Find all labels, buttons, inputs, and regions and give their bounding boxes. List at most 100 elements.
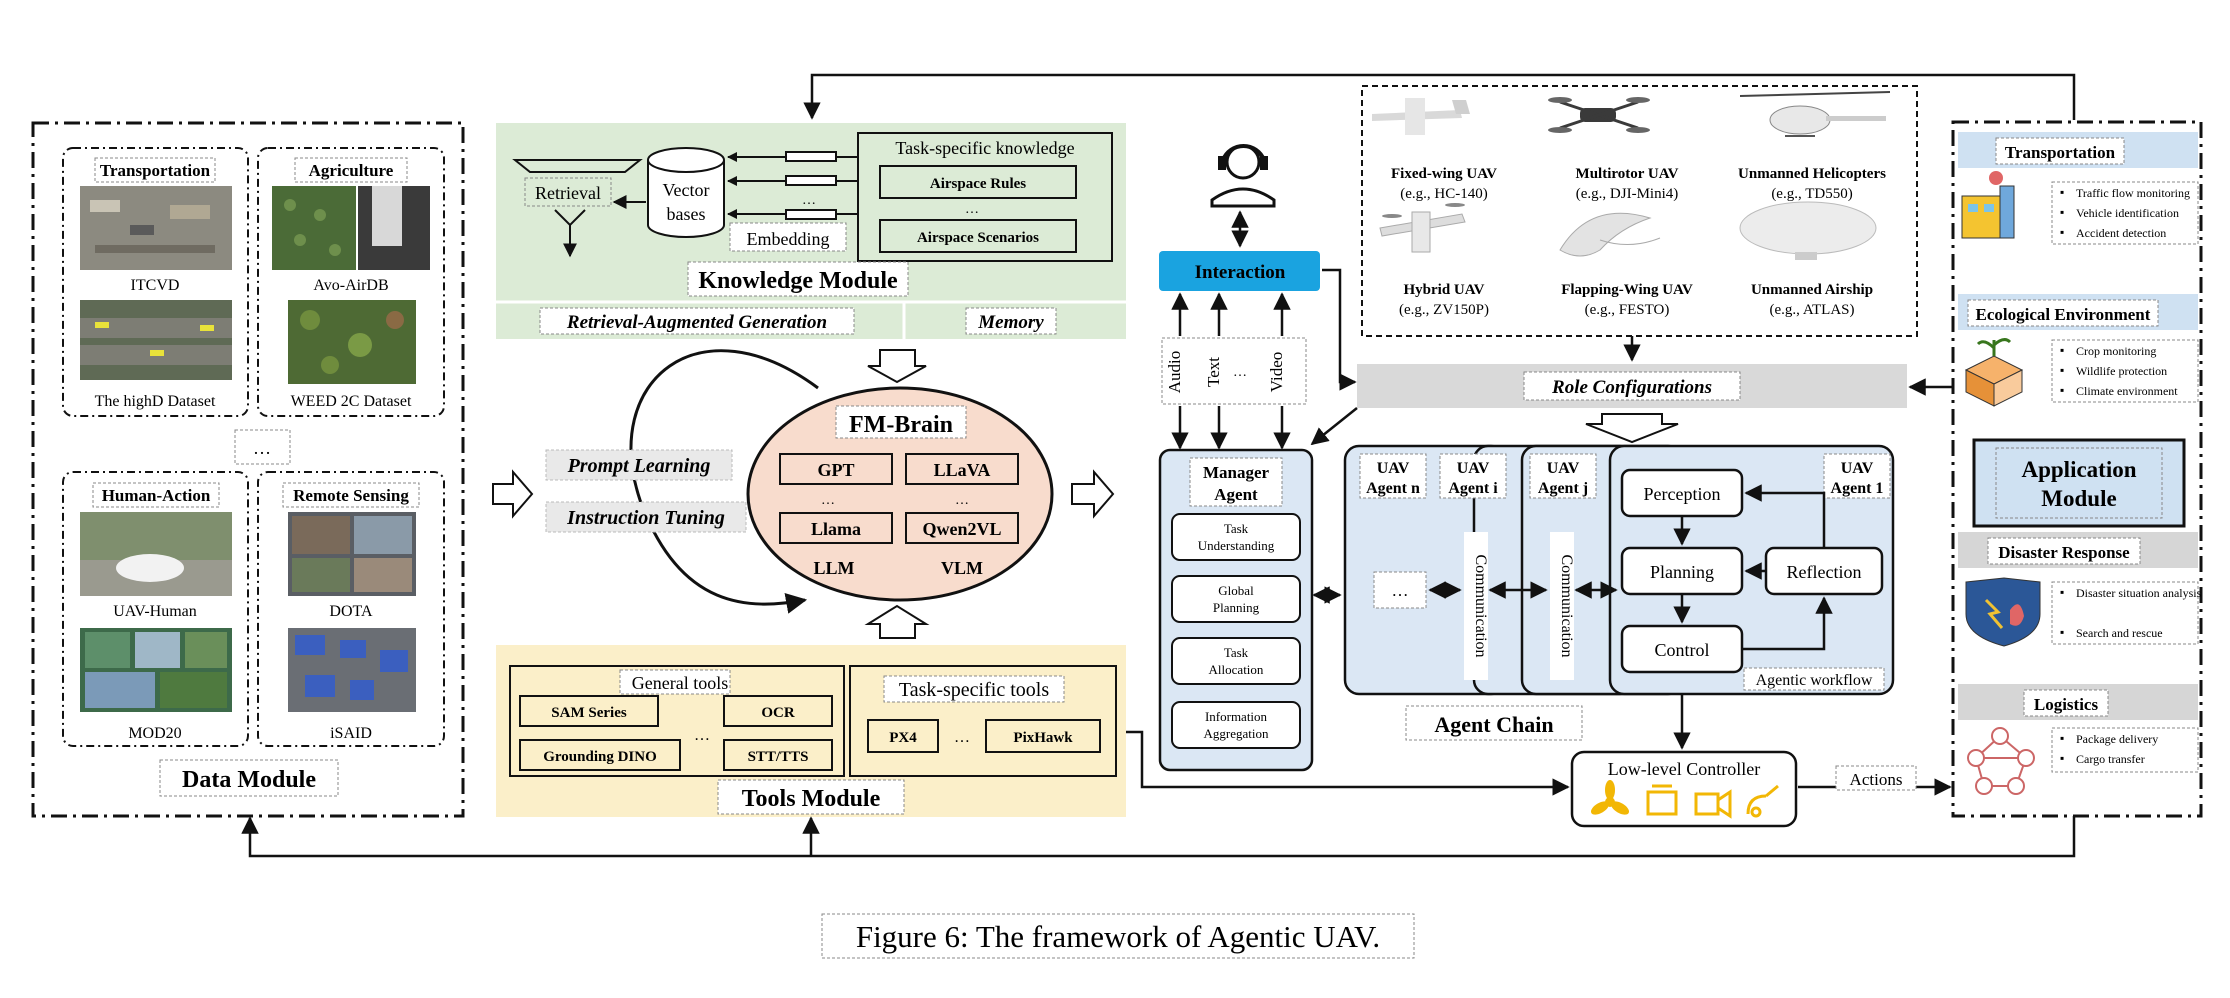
multirotor-uav-icon bbox=[1548, 97, 1650, 133]
flapping-wing-uav-icon bbox=[1559, 212, 1661, 257]
bullet-10: ▪ bbox=[2060, 751, 2064, 765]
role-to-agents-arrow bbox=[1585, 413, 1679, 444]
specific-ellipsis: … bbox=[954, 729, 970, 746]
agent-j-1: UAV bbox=[1547, 460, 1580, 477]
agent-chain: UAV Agent n UAV Agent i UAV Agent j UAV … bbox=[1343, 444, 1895, 741]
bullet-7: ▪ bbox=[2060, 585, 2064, 599]
embedding-ellipsis: … bbox=[802, 193, 816, 208]
manager-agent: Manager Agent Task Understanding Global … bbox=[1158, 448, 1314, 772]
vector-bases-line1: Vector bbox=[663, 180, 710, 200]
uav-type-fixed-wing: Fixed-wing UAV bbox=[1391, 166, 1497, 182]
retrieval-label: Retrieval bbox=[535, 183, 601, 203]
global-planning-2: Planning bbox=[1213, 600, 1260, 615]
group-title-remote-sensing: Remote Sensing bbox=[293, 486, 409, 505]
communication-1: Communication bbox=[1472, 554, 1489, 657]
disaster-shield-icon bbox=[1965, 577, 2041, 647]
task-allocation-2: Allocation bbox=[1209, 662, 1264, 677]
app-transportation-title: Transportation bbox=[2005, 143, 2116, 162]
manager-agent-title-1: Manager bbox=[1203, 463, 1270, 482]
instruction-tuning: Instruction Tuning bbox=[566, 507, 725, 529]
workflow-reflection: Reflection bbox=[1787, 562, 1862, 582]
tools-module-title: Tools Module bbox=[742, 786, 881, 812]
llm-label: LLM bbox=[813, 558, 854, 578]
camera-icon bbox=[1694, 789, 1732, 819]
operator-headset-icon bbox=[1210, 143, 1276, 208]
bullet-6: ▪ bbox=[2060, 383, 2064, 397]
model-gpt: GPT bbox=[817, 460, 854, 480]
workflow-control: Control bbox=[1654, 640, 1709, 660]
communication-2: Communication bbox=[1558, 554, 1575, 657]
app-item-climate: Climate environment bbox=[2076, 384, 2178, 398]
agent-chain-title: Agent Chain bbox=[1434, 712, 1553, 737]
fm-brain-title: FM-Brain bbox=[849, 412, 953, 438]
agent-i-1: UAV bbox=[1457, 460, 1490, 477]
propeller-icon bbox=[1590, 780, 1630, 815]
dataset-weed: WEED 2C Dataset bbox=[291, 393, 412, 410]
app-item-traffic: Traffic flow monitoring bbox=[2076, 186, 2190, 200]
app-item-cargo: Cargo transfer bbox=[2076, 752, 2145, 766]
unmanned-airship-icon bbox=[1739, 201, 1877, 260]
uav-type-helicopter: Unmanned Helicopters bbox=[1738, 166, 1886, 182]
logistics-network-icon bbox=[1967, 727, 2035, 795]
group-title-transportation: Transportation bbox=[100, 161, 211, 180]
vlm-ellipsis: … bbox=[955, 493, 969, 508]
agent-ellipsis: … bbox=[1392, 581, 1409, 600]
information-aggregation-1: Information bbox=[1205, 709, 1268, 724]
task-allocation-1: Task bbox=[1224, 645, 1249, 660]
tool-stt-tts: STT/TTS bbox=[748, 749, 809, 765]
rag-label: Retrieval-Augmented Generation bbox=[566, 312, 827, 333]
city-transport-icon bbox=[1961, 171, 2015, 239]
uav-type-multirotor: Multirotor UAV bbox=[1576, 166, 1679, 182]
motor-icon bbox=[1646, 784, 1678, 816]
dataset-mod20: MOD20 bbox=[128, 725, 181, 742]
task-understanding-2: Understanding bbox=[1198, 538, 1275, 553]
data-to-brain-arrow bbox=[492, 469, 534, 519]
agentic-workflow-label: Agentic workflow bbox=[1756, 672, 1873, 689]
tool-sam: SAM Series bbox=[551, 705, 627, 721]
avo-airdb-image bbox=[272, 186, 356, 270]
modality-video: Video bbox=[1267, 352, 1286, 393]
workflow-planning: Planning bbox=[1650, 562, 1714, 582]
hybrid-uav-icon bbox=[1379, 203, 1466, 253]
interaction-button[interactable] bbox=[1159, 251, 1320, 291]
task-knowledge-title: Task-specific knowledge bbox=[895, 138, 1074, 158]
dataset-avo-airdb: Avo-AirDB bbox=[313, 277, 388, 294]
uav-types-panel: Fixed-wing UAV (e.g., HC-140) Multirotor… bbox=[1361, 85, 1918, 337]
tool-ocr: OCR bbox=[761, 705, 795, 721]
modality-text: Text bbox=[1204, 357, 1223, 387]
bullet-8: ▪ bbox=[2060, 625, 2064, 639]
model-qwen2vl: Qwen2VL bbox=[922, 519, 1001, 539]
unmanned-helicopter-icon bbox=[1739, 91, 1891, 137]
airspace-rules: Airspace Rules bbox=[930, 176, 1026, 192]
bullet-3: ▪ bbox=[2060, 225, 2064, 239]
model-llama: Llama bbox=[811, 519, 861, 539]
dataset-highd: The highD Dataset bbox=[95, 393, 216, 410]
llm-ellipsis: … bbox=[821, 493, 835, 508]
figure-caption: Figure 6: The framework of Agentic UAV. bbox=[856, 919, 1380, 954]
task-understanding-1: Task bbox=[1224, 521, 1249, 536]
uav-type-helicopter-example: (e.g., TD550) bbox=[1771, 186, 1852, 202]
manager-agent-title-2: Agent bbox=[1214, 485, 1258, 504]
uav-type-flapping-wing-example: (e.g., FESTO) bbox=[1585, 302, 1670, 318]
low-level-controller: Low-level Controller bbox=[1570, 750, 1798, 828]
highd-image bbox=[80, 300, 232, 380]
app-item-package: Package delivery bbox=[2076, 732, 2158, 746]
modality-ellipsis: … bbox=[1233, 365, 1247, 380]
agent-n-2: Agent n bbox=[1366, 480, 1420, 497]
vector-bases-cylinder: Vector bases bbox=[647, 147, 725, 238]
app-item-crop: Crop monitoring bbox=[2076, 344, 2156, 358]
interaction-area: Interaction Audio Text … Video bbox=[1159, 143, 1357, 450]
knowledge-module: Retrieval Vector bases … Embedding Task-… bbox=[496, 123, 1126, 339]
modality-audio: Audio bbox=[1165, 351, 1184, 394]
interaction-label: Interaction bbox=[1195, 262, 1286, 283]
dataset-dota: DOTA bbox=[329, 603, 373, 620]
app-module-title-2: Module bbox=[2041, 486, 2116, 511]
tool-px4: PX4 bbox=[889, 730, 917, 746]
model-llava: LLaVA bbox=[934, 460, 991, 480]
group-title-agriculture: Agriculture bbox=[309, 161, 394, 180]
embedding-label: Embedding bbox=[747, 229, 830, 249]
agent-i-2: Agent i bbox=[1448, 480, 1498, 497]
fixed-wing-uav-icon bbox=[1372, 98, 1470, 135]
actions-label: Actions bbox=[1850, 770, 1903, 789]
